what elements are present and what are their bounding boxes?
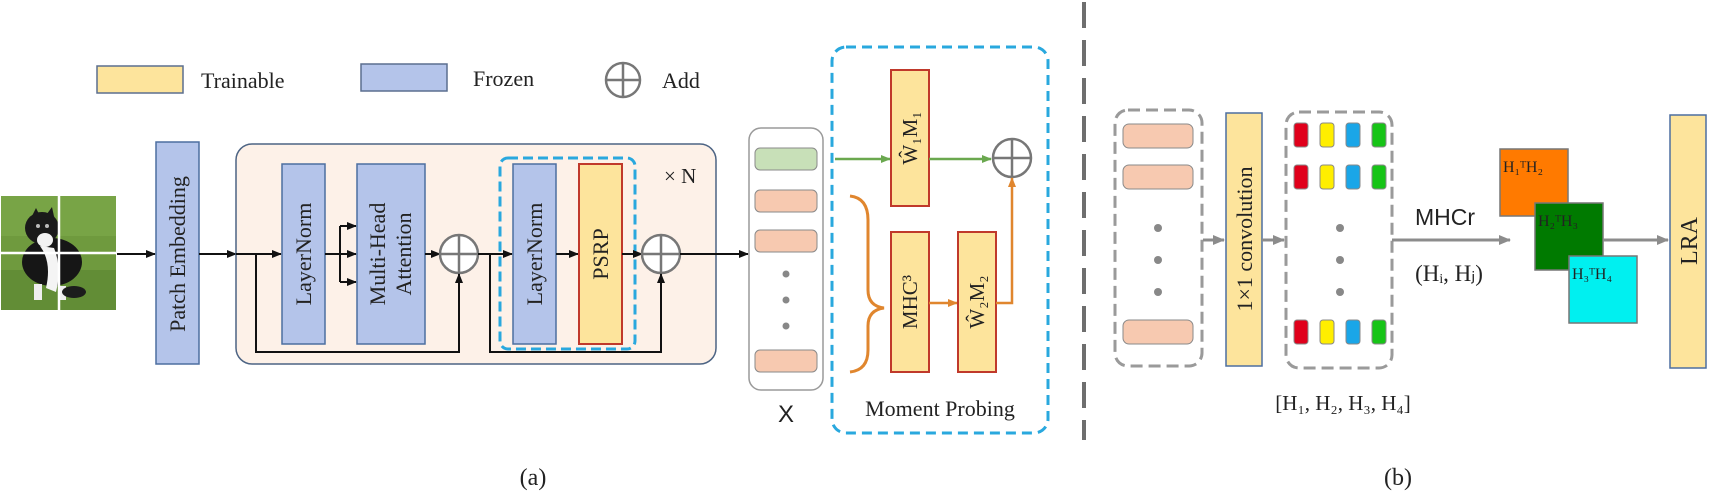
patch-embedding-block [155, 141, 200, 365]
multi-head-attention-block [356, 163, 426, 345]
add-3-icon [991, 137, 1033, 179]
patch-tokens-brace [849, 194, 885, 374]
b-token-column [1113, 108, 1204, 368]
token-ellipsis-dot-2 [782, 296, 790, 304]
head-1-cell [1293, 122, 1309, 148]
caption-b: (b) [1384, 465, 1412, 491]
mhcr-label: MHCr [1415, 204, 1475, 230]
b-token-2 [1122, 164, 1194, 190]
token-ellipsis-dot-1 [782, 270, 790, 278]
head-2-cell [1319, 319, 1335, 345]
head-1-cell [1293, 319, 1309, 345]
h34-block [1568, 255, 1638, 324]
w1m1-block [890, 69, 930, 207]
legend-trainable-label: Trainable [201, 68, 285, 93]
head-3-cell [1345, 319, 1361, 345]
token-1 [754, 189, 818, 213]
caption-a: (a) [520, 465, 547, 491]
psrp-label: PSRP [588, 228, 613, 279]
lra-block [1669, 114, 1707, 369]
token-ellipsis-dot-3 [782, 322, 790, 330]
head-row-1 [1293, 122, 1387, 148]
layernorm-2-block [512, 163, 557, 345]
w1m1-label: Ŵ₁M₁ [898, 111, 922, 164]
heads-label: [H₁, H₂, H₃, H₄] [1275, 391, 1410, 415]
h34-label: H₃ᵀH₄ [1572, 266, 1612, 283]
input-image [1, 196, 116, 310]
w2m2-block [957, 231, 997, 373]
heads-column [1284, 110, 1394, 370]
head-4-cell [1371, 164, 1387, 190]
legend-frozen-swatch [360, 63, 448, 92]
layernorm-2-label: LayerNorm [522, 203, 547, 306]
moment-probing-label: Moment Probing [865, 396, 1015, 421]
conv-block [1225, 112, 1263, 367]
legend-add-icon [604, 61, 642, 99]
patch-embedding-label: Patch Embedding [165, 176, 190, 332]
legend-trainable-swatch [96, 65, 184, 94]
head-row-n [1293, 319, 1387, 345]
token-2 [754, 229, 818, 253]
mhc3-label: MHC³ [898, 275, 922, 329]
head-4-cell [1371, 319, 1387, 345]
token-label: X [778, 401, 794, 428]
h12-label: H₁ᵀH₂ [1503, 159, 1543, 176]
head-1-cell [1293, 164, 1309, 190]
token-cls [754, 147, 818, 171]
multi-head-attention-label-line1: Multi-Head [365, 203, 390, 306]
head-2-cell [1319, 164, 1335, 190]
legend-add-label: Add [662, 68, 700, 93]
pair-label: (Hᵢ, Hⱼ) [1415, 261, 1483, 286]
heads-dot-3 [1336, 288, 1344, 296]
add-1-icon [438, 233, 480, 275]
multi-head-attention-label-line2: Attention [391, 212, 416, 295]
head-row-2 [1293, 164, 1387, 190]
repeat-label: × N [664, 164, 696, 188]
head-2-cell [1319, 122, 1335, 148]
heads-dot-1 [1336, 224, 1344, 232]
lra-label: LRA [1677, 216, 1703, 265]
arrow-w2m2-to-add [996, 177, 1016, 305]
conv-label: 1×1 convolution [1232, 166, 1257, 311]
token-n [754, 349, 818, 373]
legend-frozen-label: Frozen [473, 66, 534, 91]
layernorm-1-label: LayerNorm [291, 203, 316, 306]
b-token-dot-2 [1154, 256, 1162, 264]
mhc3-block [890, 231, 930, 373]
head-3-cell [1345, 122, 1361, 148]
b-token-dot-1 [1154, 224, 1162, 232]
heads-dot-2 [1336, 256, 1344, 264]
moment-probing-group [830, 45, 1050, 435]
add-2-icon [640, 233, 682, 275]
b-token-1 [1122, 123, 1194, 149]
head-3-cell [1345, 164, 1361, 190]
w2m2-label: Ŵ₂M₂ [965, 275, 989, 328]
h23-label: H₂ᵀH₃ [1538, 213, 1578, 230]
head-4-cell [1371, 122, 1387, 148]
b-token-dot-3 [1154, 288, 1162, 296]
legend: Trainable Frozen Add [96, 61, 700, 99]
b-token-n [1122, 319, 1194, 345]
